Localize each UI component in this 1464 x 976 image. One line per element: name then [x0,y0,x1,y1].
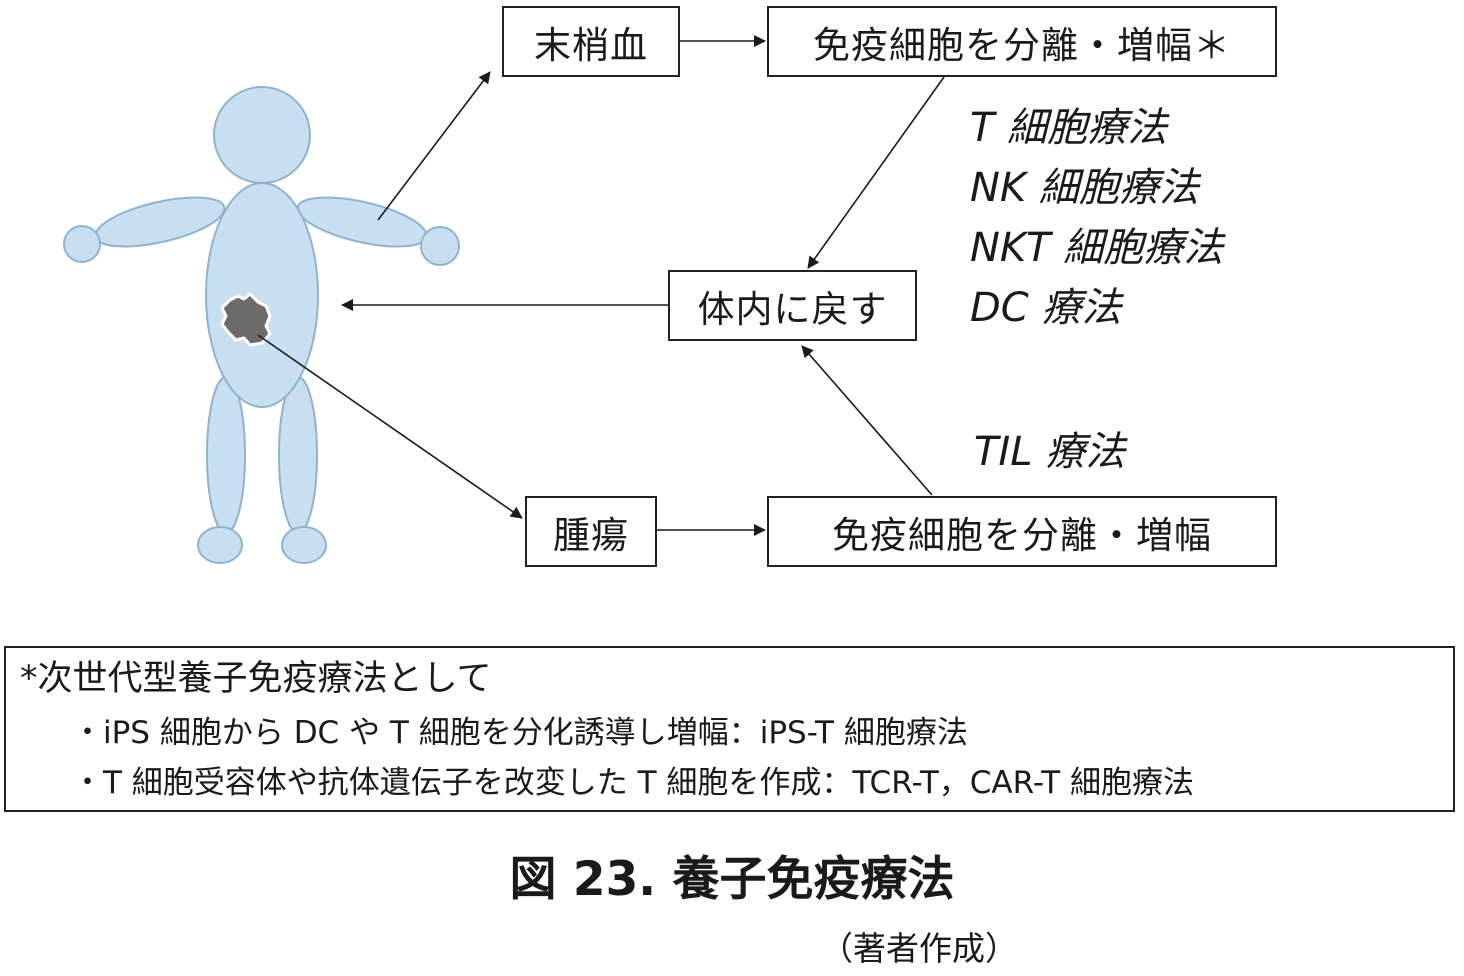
figure-right-hand [420,226,460,266]
figure-left-foot [197,526,243,564]
figure-left-hand [63,225,101,263]
arrow-arm-to-peripheral-blood [377,71,491,221]
therapy-dc: DC 療法 [970,285,1122,331]
therapy-nk-cell: NK 細胞療法 [970,165,1199,211]
arrow-isolate-to-return [807,76,945,269]
therapy-nkt-cell: NKT 細胞療法 [970,225,1224,271]
box-peripheral-blood: 末梢血 [502,6,680,77]
tumor-mass [220,292,272,347]
arrow-isolate-to-return-lower [801,345,933,496]
figure-source: （著者作成） [820,929,1018,968]
figure-right-arm [296,196,428,248]
therapy-t-cell: T 細胞療法 [970,105,1168,151]
figure-right-leg [278,376,318,534]
footnote-item: ・T 細胞受容体や抗体遺伝子を改変した T 細胞を作成：TCR-T，CAR-T … [72,765,1195,801]
box-return-to-body: 体内に戻す [668,270,917,341]
footnote-item: ・iPS 細胞から DC や T 細胞を分化誘導し増幅：iPS-T 細胞療法 [72,715,968,751]
figure-right-foot [281,526,327,564]
figure-left-arm [94,196,226,248]
box-isolate-expand-star: 免疫細胞を分離・増幅＊ [767,6,1277,77]
box-isolate-expand: 免疫細胞を分離・増幅 [767,496,1277,567]
footnote-title: *次世代型養子免疫療法として [20,659,492,699]
box-tumor: 腫瘍 [525,496,657,567]
therapy-til: TIL 療法 [974,429,1126,475]
human-figure [63,86,460,564]
figure-torso [205,182,319,408]
figure-left-leg [206,376,246,534]
figure-caption: 図 23. 養子免疫療法 [509,852,955,907]
arrow-tumor-site-to-tumor [257,334,523,519]
footnote-box: *次世代型養子免疫療法として ・iPS 細胞から DC や T 細胞を分化誘導し… [4,646,1455,812]
figure-head [213,86,311,184]
